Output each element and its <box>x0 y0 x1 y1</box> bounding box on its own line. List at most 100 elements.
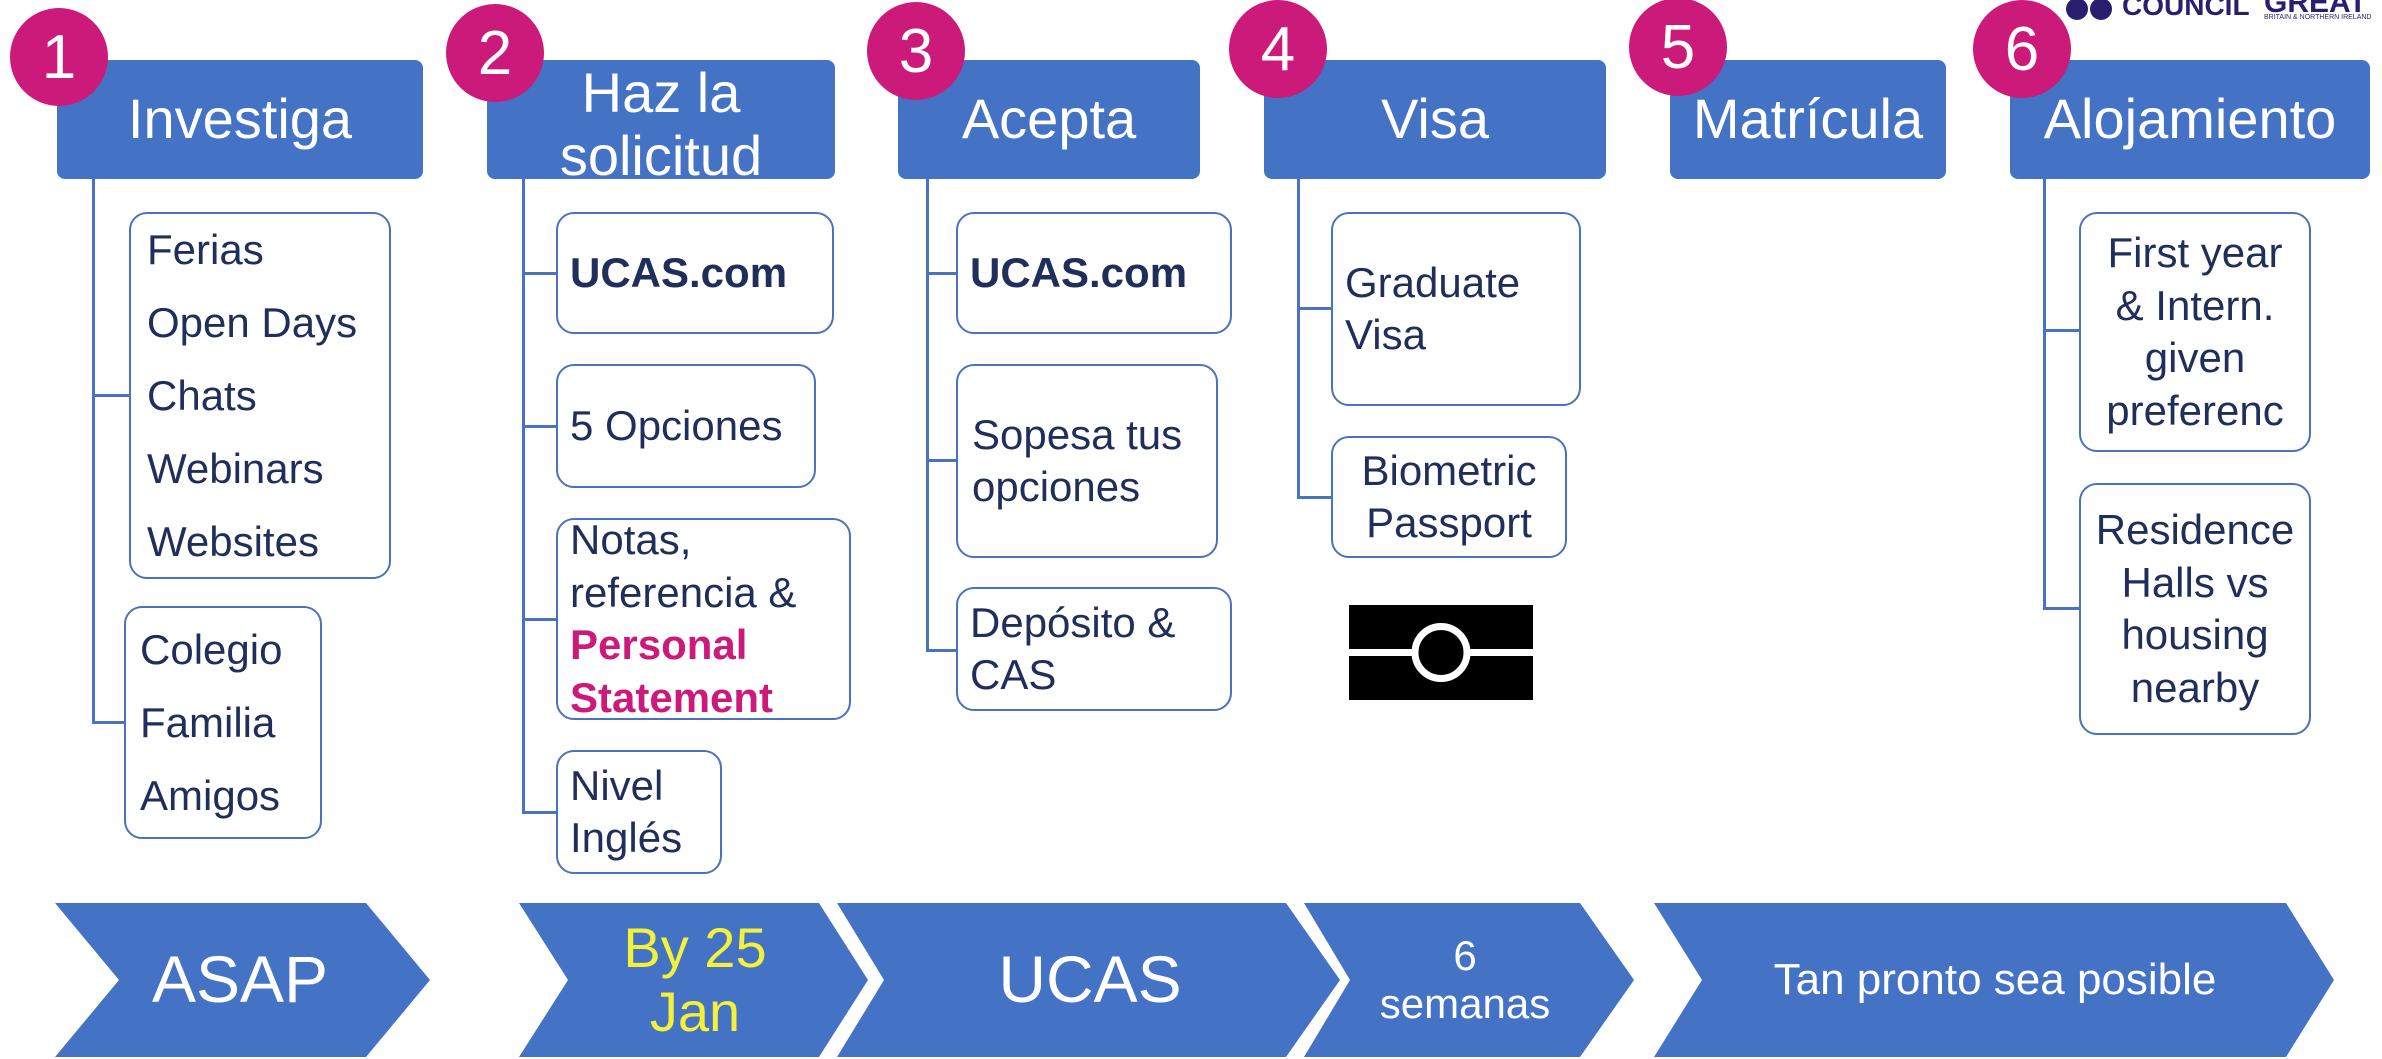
first-year-text: & Intern. <box>2115 281 2275 329</box>
timeline-6-semanas-label: 6 semanas <box>1350 903 1580 1057</box>
timeline-tan-pronto-label: Tan pronto sea posible <box>1773 954 2217 1004</box>
reference-text: referencia & <box>570 568 797 616</box>
chevron-by-25-jan <box>519 903 868 1057</box>
graduate-visa-text: Graduate <box>1345 258 1521 306</box>
residence-halls-box: Residence Halls vs housing nearby <box>2079 483 2311 735</box>
biometric-passport-box: Biometric Passport <box>1331 436 1567 558</box>
connector-line <box>1297 178 1300 498</box>
personal-statement-text: Statement <box>570 673 774 721</box>
connector-line <box>92 394 132 397</box>
step-title: Visa <box>1381 87 1489 151</box>
weigh-options-text: Sopesa tus <box>972 410 1183 458</box>
chevron-ucas <box>837 903 1340 1057</box>
english-level-box: Nivel Inglés <box>556 750 722 874</box>
connector-line <box>522 811 558 814</box>
cas-text: CAS <box>970 651 1057 698</box>
step-number-badge: 6 <box>1973 0 2071 98</box>
research-channels-box: Ferias Open Days Chats Webinars Websites <box>129 212 391 579</box>
connector-line <box>522 178 525 813</box>
step-title: Acepta <box>961 87 1137 151</box>
logo-council-text: COUNCIL <box>2122 0 2250 21</box>
connector-line <box>926 649 958 652</box>
ucas-com-link: UCAS.com <box>570 248 788 296</box>
list-item: Websites <box>147 518 319 565</box>
step-title: Investiga <box>127 87 353 151</box>
step-number-badge: 3 <box>867 2 965 100</box>
step-number-badge: 5 <box>1629 0 1727 96</box>
connector-line <box>926 178 929 651</box>
residence-text: housing <box>2121 611 2269 658</box>
chevron-6-semanas <box>1304 903 1634 1057</box>
step-title: Matrícula <box>1692 87 1924 151</box>
graduate-visa-text: Visa <box>1345 311 1426 358</box>
connector-line <box>926 459 958 462</box>
timeline-jan-text: Jan <box>649 980 741 1043</box>
step-header-matricula: Matrícula <box>1670 60 1946 179</box>
advice-sources-box: Colegio Familia Amigos <box>124 606 322 839</box>
step-number-badge: 4 <box>1229 0 1327 98</box>
ucas-com-link: UCAS.com <box>970 248 1188 296</box>
connector-line <box>1297 496 1333 499</box>
residence-text: Halls vs <box>2121 558 2269 606</box>
logo-dot-icon <box>2090 0 2112 20</box>
connector-line <box>2043 329 2081 332</box>
list-item: Familia <box>140 699 276 746</box>
timeline-by-25-jan-label: By 25 Jan <box>560 903 830 1057</box>
step-header-visa: Visa <box>1264 60 1606 179</box>
chevron-tan-pronto <box>1654 903 2334 1057</box>
connector-line <box>2043 607 2081 610</box>
step-title: Haz la solicitud <box>559 60 763 187</box>
connector-line <box>522 425 558 428</box>
connector-line <box>522 618 558 621</box>
ucas-com-box: UCAS.com <box>956 212 1232 334</box>
first-year-text: First year <box>2107 229 2283 276</box>
connector-line <box>522 272 558 275</box>
ucas-com-box: UCAS.com <box>556 212 834 334</box>
graduate-visa-box: Graduate Visa <box>1331 212 1581 406</box>
residence-text: nearby <box>2130 663 2260 711</box>
list-item: Webinars <box>147 445 324 492</box>
step-title: Alojamiento <box>2043 87 2337 151</box>
list-item: Open Days <box>147 299 358 346</box>
connector-line <box>2043 178 2046 609</box>
first-year-preference-box: First year & Intern. given preferenc <box>2079 212 2311 452</box>
step-header-haz-la-solicitud: Haz la solicitud <box>487 60 835 186</box>
first-year-text: given <box>2144 334 2246 381</box>
biometric-passport-text: Biometric <box>1361 446 1537 494</box>
chevron-asap <box>55 903 430 1057</box>
connector-line <box>92 178 95 723</box>
list-item: Chats <box>147 372 257 419</box>
list-item: Amigos <box>140 772 281 819</box>
timeline-semanas-text: semanas <box>1379 980 1551 1027</box>
weigh-options-text: opciones <box>972 463 1141 510</box>
connector-line <box>92 721 126 724</box>
deposit-cas-box: Depósito & CAS <box>956 587 1232 711</box>
personal-statement-text: Personal <box>570 621 748 668</box>
grades-text: Notas, <box>570 516 692 563</box>
grades-reference-statement-box: Notas, referencia & Personal Statement <box>556 516 851 721</box>
five-options-text: 5 Opciones <box>570 401 783 449</box>
english-level-text: Nivel <box>570 761 664 809</box>
timeline-ucas-label: UCAS <box>998 942 1182 1017</box>
first-year-text: preferenc <box>2106 386 2284 434</box>
timeline-6-text: 6 <box>1453 931 1477 979</box>
connector-line <box>1297 307 1333 310</box>
list-item: Ferias <box>147 226 264 273</box>
timeline-by-25-text: By 25 <box>623 915 767 979</box>
deposit-text: Depósito & <box>970 598 1176 646</box>
biometric-passport-icon <box>1349 605 1533 700</box>
biometric-passport-text: Passport <box>1366 499 1532 546</box>
english-level-text: Inglés <box>570 814 683 861</box>
five-options-box: 5 Opciones <box>556 364 816 488</box>
british-council-logo: COUNCIL GREAT BRITAIN & NORTHERN IRELAND <box>2066 0 2382 24</box>
step-header-investiga: Investiga <box>57 60 423 179</box>
connector-line <box>926 272 958 275</box>
logo-great-text: GREAT <box>2264 0 2367 19</box>
step-number-badge: 2 <box>446 4 544 102</box>
timeline-asap-label: ASAP <box>151 942 329 1017</box>
step-header-alojamiento: Alojamiento <box>2010 60 2370 179</box>
logo-dot-icon <box>2066 0 2088 20</box>
weigh-options-box: Sopesa tus opciones <box>956 364 1218 558</box>
logo-subtitle-text: BRITAIN & NORTHERN IRELAND <box>2264 14 2372 21</box>
